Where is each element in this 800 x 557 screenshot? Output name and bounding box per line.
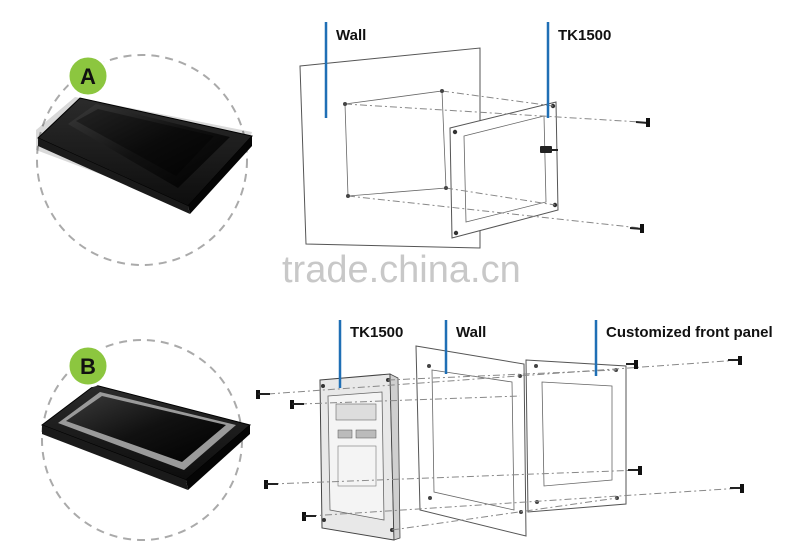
option-b-badge: B xyxy=(66,344,110,388)
option-b-screws xyxy=(256,356,744,521)
option-a-guide-lines xyxy=(343,89,641,229)
option-a-badge: A xyxy=(66,54,110,98)
option-b-tk1500-device xyxy=(319,373,401,541)
tk1500-label: TK1500 xyxy=(558,27,611,44)
screw-icon xyxy=(302,512,316,521)
screw-icon xyxy=(290,400,304,409)
screw-icon xyxy=(256,390,270,399)
option-b-badge-letter: B xyxy=(80,354,96,379)
option-b-wall xyxy=(415,345,527,537)
watermark-text: trade.china.cn xyxy=(282,249,521,291)
option-b-monitor-image xyxy=(40,384,252,490)
screw-icon xyxy=(728,356,742,365)
option-b-front-panel xyxy=(525,359,627,513)
option-b-section: B xyxy=(40,320,773,541)
screw-icon xyxy=(264,480,278,489)
option-a-screws xyxy=(544,118,650,233)
option-a-tk1500-panel xyxy=(449,101,559,239)
screw-icon xyxy=(628,466,642,475)
option-a-dashed-circle xyxy=(36,54,248,266)
front-panel-label: Customized front panel xyxy=(606,324,773,341)
wall-b-label: Wall xyxy=(456,324,486,341)
tk1500-b-label: TK1500 xyxy=(350,324,403,341)
option-a-section: A xyxy=(36,22,650,266)
screw-icon xyxy=(629,224,644,233)
screw-icon xyxy=(626,360,638,369)
screw-icon xyxy=(635,118,650,127)
wall-label: Wall xyxy=(336,27,366,44)
option-b-guide-lines xyxy=(267,359,743,531)
option-a-monitor-image xyxy=(36,97,253,214)
screw-icon xyxy=(730,484,744,493)
option-a-badge-letter: A xyxy=(80,64,96,89)
